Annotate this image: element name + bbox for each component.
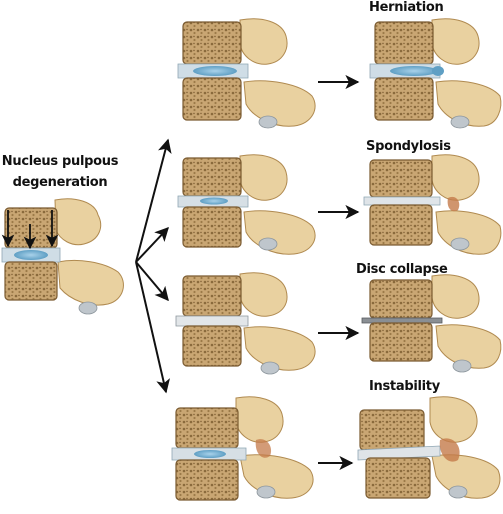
row-spondylosis	[177, 154, 502, 255]
spine-disc-collapse-before	[175, 272, 316, 375]
row-instability	[171, 396, 501, 501]
arrow-to-herniation	[135, 138, 172, 263]
outcome-label-disc-collapse: Disc collapse	[356, 262, 448, 277]
source-label-line1: Nucleus pulpous	[1, 154, 119, 169]
spine-source	[1, 198, 124, 315]
outcome-label-herniation: Herniation	[369, 0, 444, 15]
osteophyte	[447, 196, 460, 212]
row-herniation	[177, 18, 502, 129]
spine-herniation-after	[369, 18, 502, 129]
fan-arrows	[135, 138, 172, 394]
spine-herniation-before	[177, 18, 316, 129]
spine-instability-before	[171, 396, 314, 501]
arrow-to-spondylosis	[135, 226, 169, 263]
spine-spondylosis-after	[363, 154, 502, 255]
source-label-line2: degeneration	[12, 175, 108, 190]
outcome-label-instability: Instability	[369, 379, 440, 394]
outcome-label-spondylosis: Spondylosis	[366, 139, 451, 154]
spine-instability-after	[357, 396, 501, 499]
row-disc-collapse	[175, 272, 502, 375]
source-label: Nucleus pulpous degeneration	[0, 151, 120, 193]
spine-spondylosis-before	[177, 154, 316, 255]
arrow-to-instability	[135, 261, 170, 394]
spine-disc-collapse-after	[361, 274, 502, 373]
arrow-to-disc-collapse	[135, 261, 169, 302]
